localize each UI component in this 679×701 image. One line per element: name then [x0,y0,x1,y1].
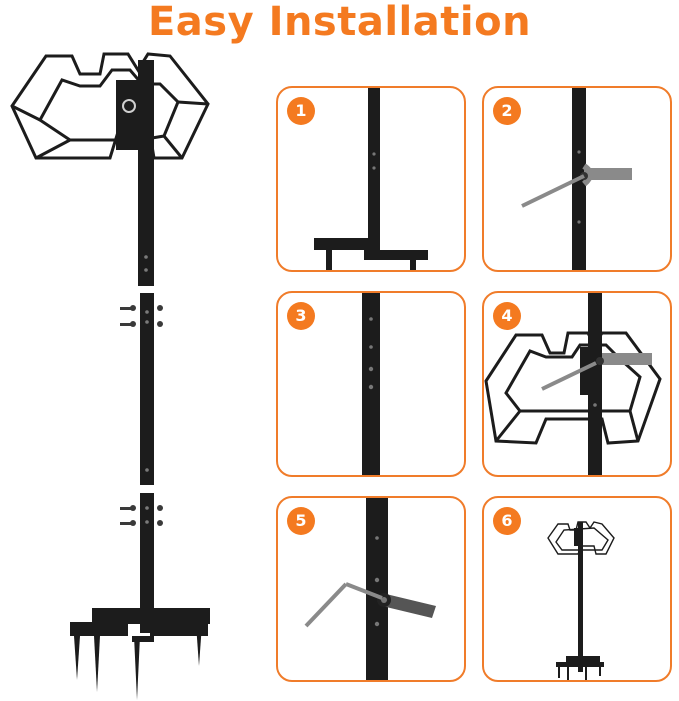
step-panel-5: 5 [276,496,466,682]
step-number-badge: 5 [287,507,315,535]
wrench-icon [304,498,436,680]
ground-base [70,608,210,700]
bolt-set-top [120,305,163,327]
step-number-badge: 3 [287,302,315,330]
step-panel-1: 1 [276,86,466,272]
hose-rack-icon [484,293,662,475]
pole-lower [140,493,154,633]
step-number-badge: 4 [493,302,521,330]
page-title: Easy Installation [147,0,532,45]
step-panel-6: 6 [482,496,672,682]
pole-upper [138,60,154,286]
pole-section-icon [362,293,380,475]
mount-plate [116,80,142,150]
assembled-stand-icon [547,521,615,680]
pole-middle [140,293,154,485]
exploded-stand-illustration [10,52,210,700]
step-panel-4: 4 [482,291,672,477]
hose-rack-frame [10,52,210,160]
bolt-set-bottom [120,505,163,526]
step-number-badge: 1 [287,97,315,125]
base-post-icon [314,88,428,270]
step-number-badge: 6 [493,507,521,535]
step-panel-2: 2 [482,86,672,272]
step-number-badge: 2 [493,97,521,125]
step-panel-3: 3 [276,291,466,477]
wrench-icon [521,88,632,270]
